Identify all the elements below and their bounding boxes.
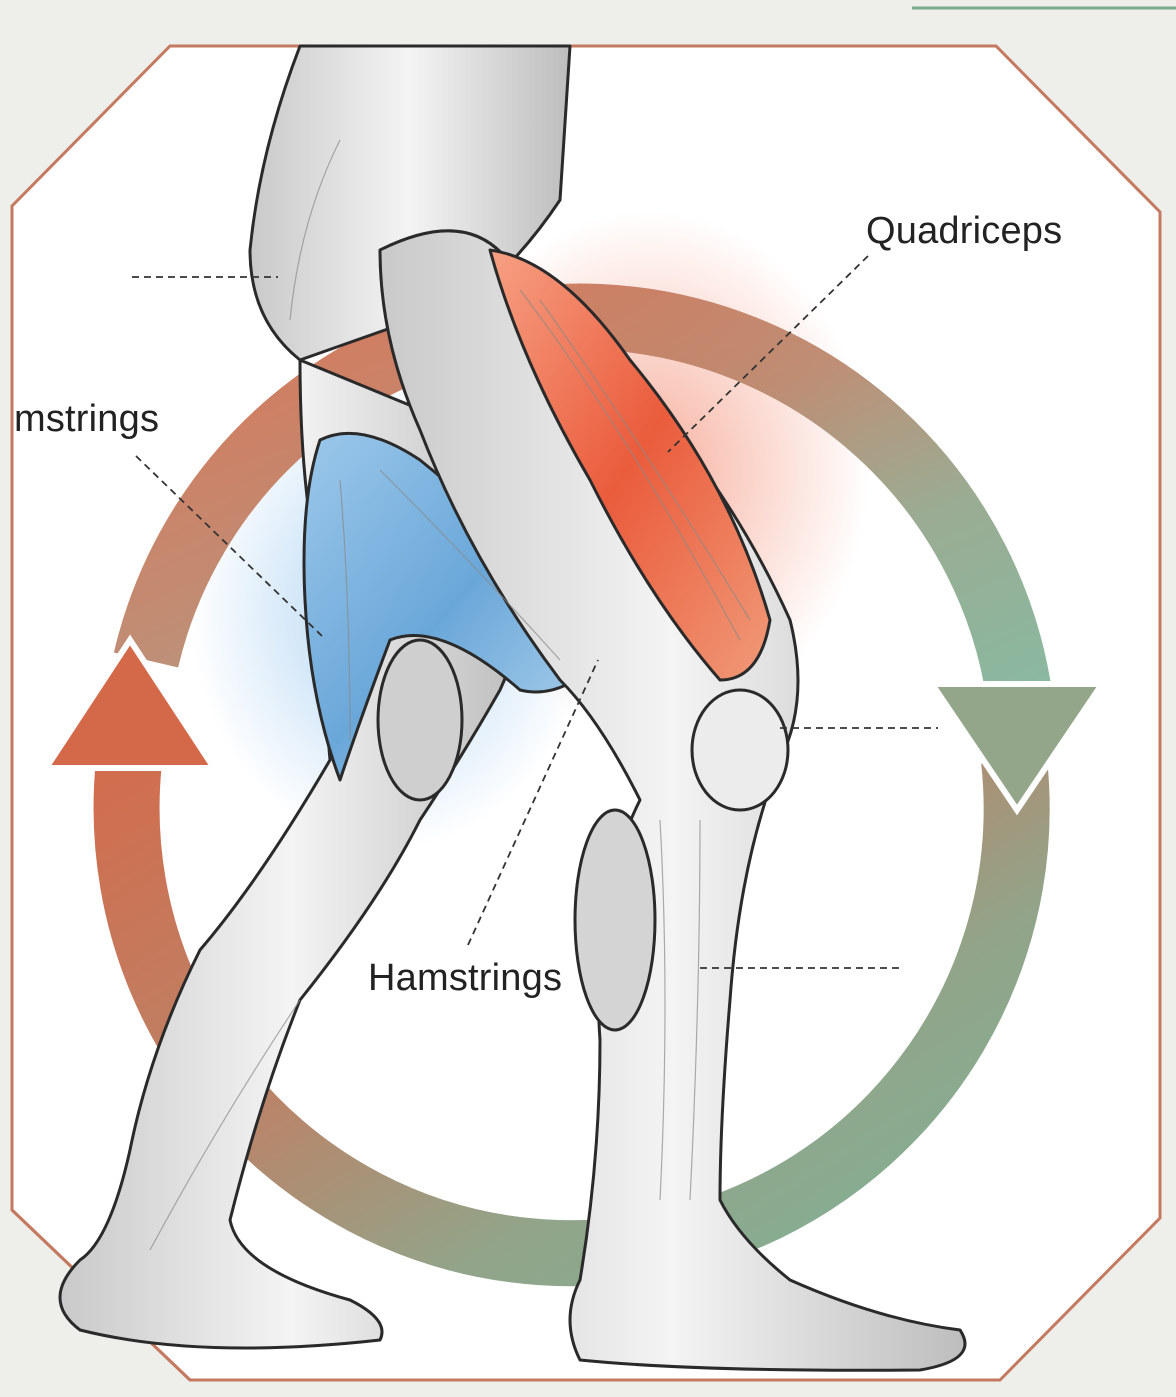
back-calf-muscle (378, 640, 462, 800)
knee (692, 690, 788, 810)
quadriceps-label: Quadriceps (866, 210, 1062, 253)
hamstrings-label-left: mstrings (14, 398, 159, 441)
hamstrings-label-center: Hamstrings (368, 957, 562, 1000)
calf-muscle (575, 810, 655, 1030)
